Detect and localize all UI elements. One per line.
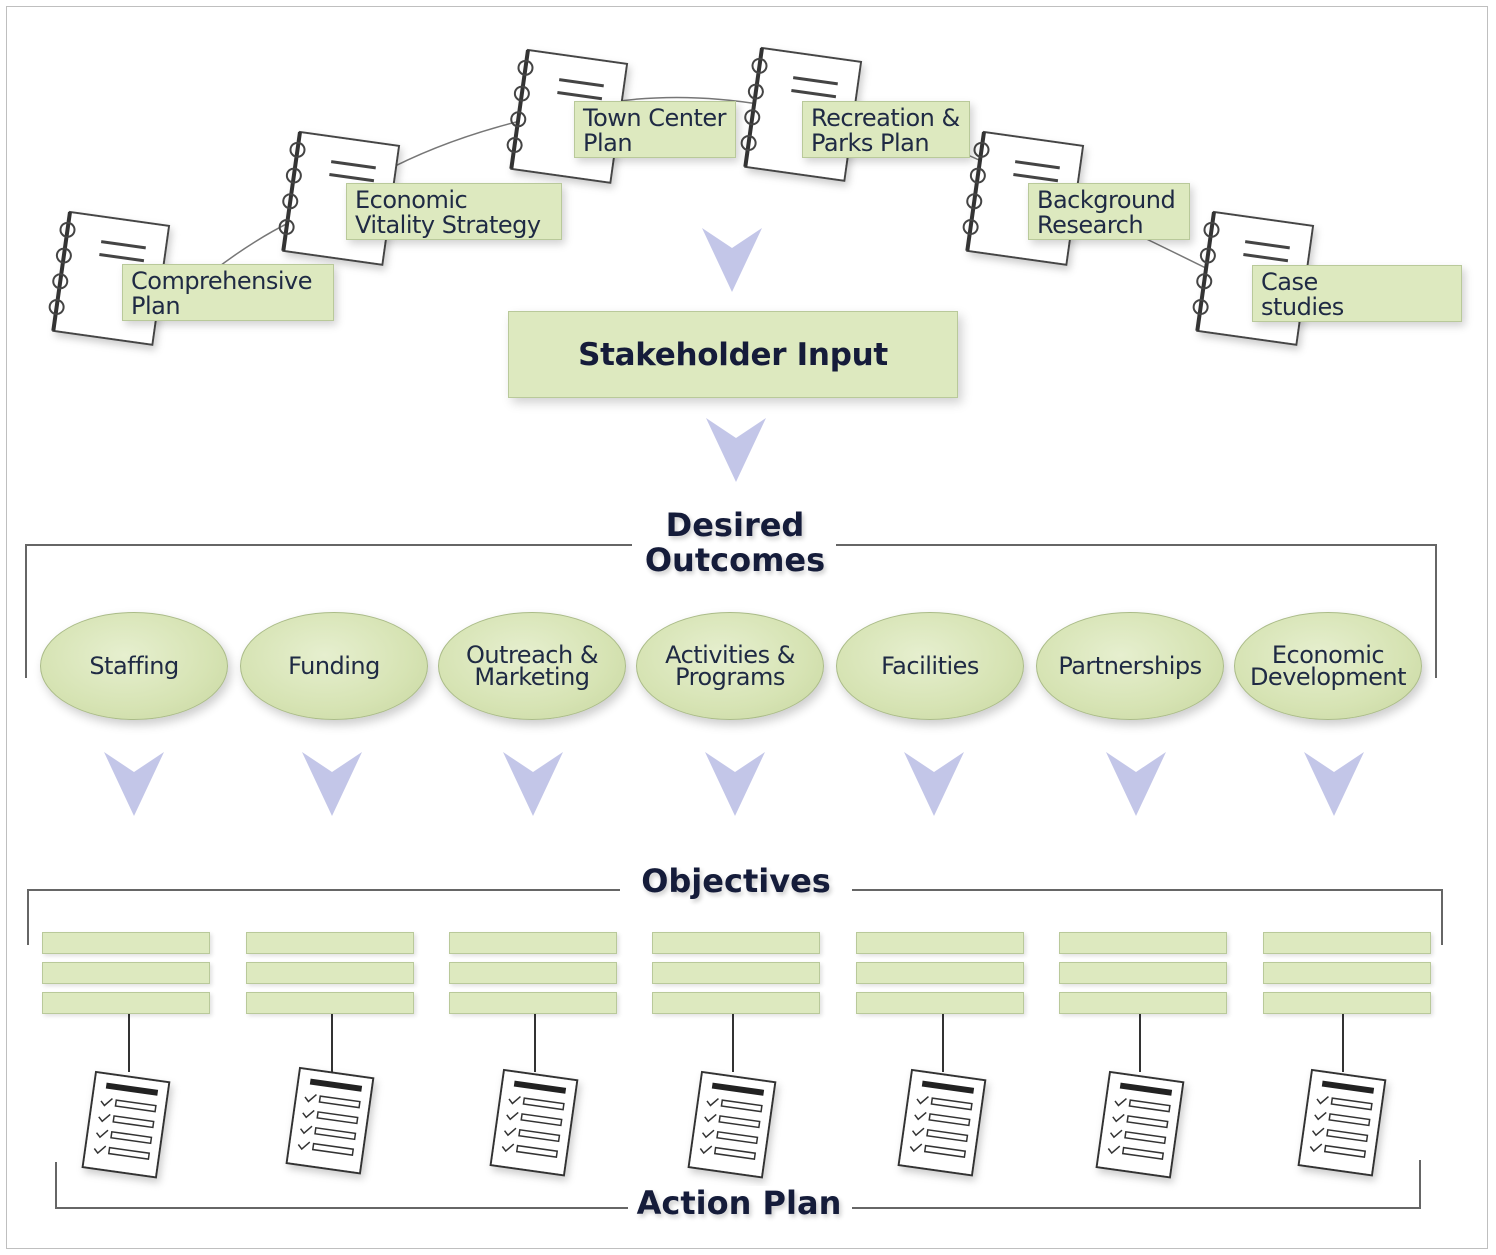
objective-bar [449,992,617,1014]
outcome-staffing: Staffing [40,612,228,720]
objective-bar [856,932,1024,954]
objectives-heading: Objectives [626,864,846,899]
objective-bar [856,992,1024,1014]
objective-bar [246,992,414,1014]
checklist-icon [81,1070,171,1179]
arrow-activities-icon [705,752,765,816]
objective-bar [42,992,210,1014]
objective-bar [856,962,1024,984]
checklist-icon [1297,1068,1387,1177]
checklist-icon [285,1066,375,1175]
arrow-to-outcomes-icon [706,418,766,482]
arrow-to-stakeholder-icon [702,228,762,292]
objective-bar [42,962,210,984]
desired-outcomes-heading: Desired Outcomes [636,508,834,578]
outcome-partnerships: Partnerships [1036,612,1224,720]
document-label-background-research: Background Research [1028,183,1190,240]
document-label-town-center: Town Center Plan [574,101,736,158]
objective-bar [1059,932,1227,954]
outcomes-bracket [25,544,1437,678]
checklist-icon [1095,1070,1185,1179]
arrow-partnerships-icon [1106,752,1166,816]
checklist-icon [489,1068,579,1177]
action-plan-heading: Action Plan [632,1186,846,1221]
objective-bar [246,932,414,954]
objective-bar [1059,992,1227,1014]
document-label-recreation-parks: Recreation & Parks Plan [802,101,970,158]
document-label-comprehensive-plan: Comprehensive Plan [122,264,334,321]
outcome-outreach-marketing: Outreach & Marketing [438,612,626,720]
checklist-icon [897,1068,987,1177]
outcome-funding: Funding [240,612,428,720]
diagram-frame [6,6,1488,1249]
objective-bar [1263,932,1431,954]
arrow-funding-icon [302,752,362,816]
objective-bar [1059,962,1227,984]
objective-bar [449,932,617,954]
stakeholder-input-box: Stakeholder Input [508,311,958,398]
outcome-facilities: Facilities [836,612,1024,720]
objectives-bracket [27,889,1443,945]
outcome-activities-programs: Activities & Programs [636,612,824,720]
arrow-facilities-icon [904,752,964,816]
objective-bar [652,992,820,1014]
arrow-economic-icon [1304,752,1364,816]
objective-bar [1263,992,1431,1014]
arrow-outreach-icon [503,752,563,816]
objective-bar [652,932,820,954]
objective-bar [42,932,210,954]
objective-bar [246,962,414,984]
document-label-case-studies: Case studies [1252,265,1462,322]
checklist-icon [687,1070,777,1179]
objective-bar [449,962,617,984]
action-plan-bracket [55,1160,1421,1209]
objective-bar [1263,962,1431,984]
arrow-staffing-icon [104,752,164,816]
objective-bar [652,962,820,984]
document-label-economic-vitality: Economic Vitality Strategy [346,183,562,240]
outcome-economic-development: Economic Development [1234,612,1422,720]
